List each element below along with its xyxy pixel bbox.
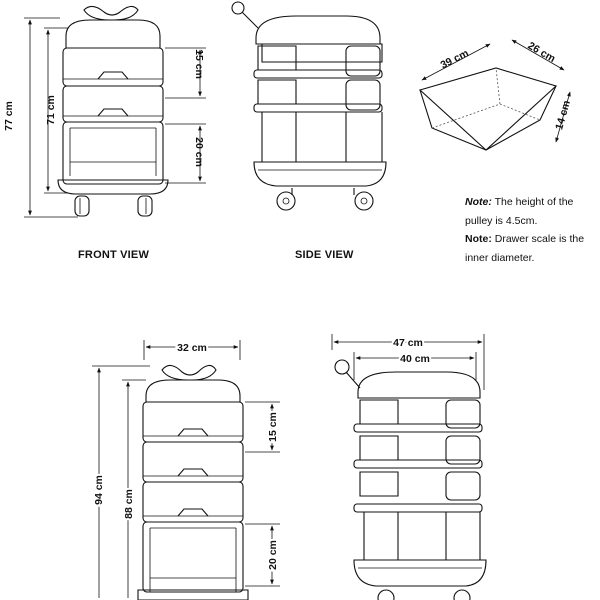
bottom-drawer-large-label: 20 cm: [267, 540, 279, 570]
bottom-width-label: 32 cm: [177, 342, 207, 354]
bottom-outer-width-label: 47 cm: [393, 337, 423, 349]
note-pulley-prefix: Note:: [465, 196, 492, 208]
drawer-width-label: 26 cm: [526, 40, 558, 65]
drawer-box-drawing: [418, 39, 571, 151]
drawer-depth-label: 14 cm: [553, 99, 573, 131]
notes-block: Note: The height of the pulley is 4.5cm.…: [465, 193, 597, 267]
note-pulley-text: The height of the pulley is 4.5cm.: [465, 196, 574, 227]
note-pulley: Note: The height of the pulley is 4.5cm.: [465, 193, 597, 230]
bottom-side-view-drawing: [331, 334, 487, 600]
top-drawer-large-label: 20 cm: [193, 137, 205, 167]
note-drawer-text: Drawer scale is the inner diameter.: [465, 233, 585, 264]
bottom-body-height-label: 88 cm: [123, 489, 135, 519]
note-drawer-prefix: Note:: [465, 233, 492, 245]
top-drawer-small-label: 15 cm: [193, 49, 205, 79]
top-body-height-label: 71 cm: [45, 95, 57, 125]
drawer-length-label: 39 cm: [439, 47, 471, 71]
top-front-view-drawing: [24, 5, 206, 218]
bottom-drawer-small-label: 15 cm: [267, 412, 279, 442]
side-view-title: SIDE VIEW: [295, 249, 354, 261]
top-side-view-drawing: [231, 1, 387, 211]
front-view-title: FRONT VIEW: [78, 249, 150, 261]
bottom-total-height-label: 94 cm: [93, 475, 105, 505]
bottom-inner-width-label: 40 cm: [400, 353, 430, 365]
bottom-front-view-drawing: [92, 340, 280, 600]
top-total-height-label: 77 cm: [3, 101, 15, 131]
note-drawer: Note: Drawer scale is the inner diameter…: [465, 230, 597, 267]
